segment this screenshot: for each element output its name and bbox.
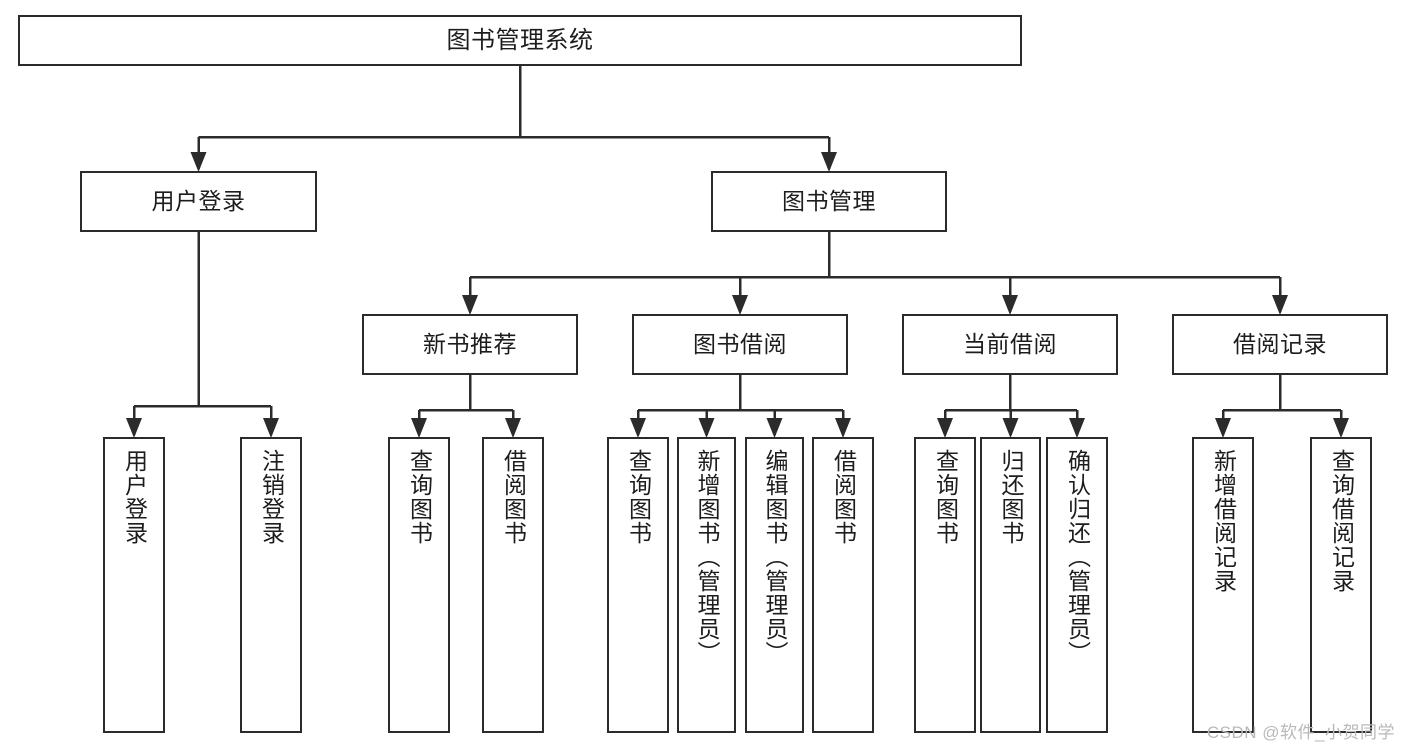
node-leaf-add-borrow-record-label: 新增借阅记录 [1210, 449, 1237, 593]
node-leaf-user-logout-label: 注销登录 [258, 449, 285, 545]
node-borrow-record-label: 借阅记录 [1233, 331, 1327, 358]
node-leaf-confirm-return[interactable]: 确认归还（管理员） [1046, 437, 1108, 733]
node-leaf-user-logout[interactable]: 注销登录 [240, 437, 302, 733]
node-new-book-rec[interactable]: 新书推荐 [362, 314, 578, 375]
node-book-borrow-label: 图书借阅 [693, 331, 787, 358]
node-book-borrow[interactable]: 图书借阅 [632, 314, 848, 375]
node-leaf-edit-book-label: 编辑图书（管理员） [762, 449, 788, 665]
node-leaf-add-book-label: 新增图书（管理员） [694, 449, 720, 665]
node-leaf-return-book-label: 归还图书 [998, 449, 1024, 545]
node-leaf-add-borrow-record[interactable]: 新增借阅记录 [1192, 437, 1254, 733]
node-current-borrow-label: 当前借阅 [963, 331, 1057, 358]
node-new-book-rec-label: 新书推荐 [423, 331, 517, 358]
node-leaf-query-book-borrow[interactable]: 查询图书 [607, 437, 669, 733]
node-leaf-confirm-return-label: 确认归还（管理员） [1064, 449, 1091, 665]
node-leaf-return-book[interactable]: 归还图书 [980, 437, 1041, 733]
node-borrow-record[interactable]: 借阅记录 [1172, 314, 1388, 375]
node-leaf-query-book-rec-label: 查询图书 [406, 449, 433, 545]
node-user-login[interactable]: 用户登录 [80, 171, 317, 232]
node-user-login-label: 用户登录 [151, 188, 246, 215]
node-leaf-borrow-book-rec-label: 借阅图书 [500, 449, 527, 545]
node-leaf-query-borrow-record[interactable]: 查询借阅记录 [1310, 437, 1372, 733]
node-leaf-query-book-borrow-label: 查询图书 [625, 449, 652, 545]
node-leaf-query-borrow-record-label: 查询借阅记录 [1328, 449, 1355, 593]
node-leaf-edit-book[interactable]: 编辑图书（管理员） [745, 437, 804, 733]
node-leaf-query-book-rec[interactable]: 查询图书 [388, 437, 450, 733]
node-leaf-user-login[interactable]: 用户登录 [103, 437, 165, 733]
watermark: CSDN @软件_小贺同学 [1206, 723, 1395, 742]
node-root-system[interactable]: 图书管理系统 [18, 15, 1022, 66]
node-current-borrow[interactable]: 当前借阅 [902, 314, 1118, 375]
node-leaf-borrow-book[interactable]: 借阅图书 [812, 437, 874, 733]
node-leaf-query-book-current[interactable]: 查询图书 [914, 437, 976, 733]
node-root-system-label: 图书管理系统 [446, 26, 594, 54]
node-leaf-query-book-current-label: 查询图书 [932, 449, 959, 545]
node-leaf-borrow-book-rec[interactable]: 借阅图书 [482, 437, 544, 733]
node-book-manage[interactable]: 图书管理 [711, 171, 947, 232]
node-leaf-user-login-label: 用户登录 [121, 449, 148, 545]
node-book-manage-label: 图书管理 [782, 188, 876, 215]
node-leaf-add-book[interactable]: 新增图书（管理员） [677, 437, 736, 733]
node-leaf-borrow-book-label: 借阅图书 [830, 449, 857, 545]
